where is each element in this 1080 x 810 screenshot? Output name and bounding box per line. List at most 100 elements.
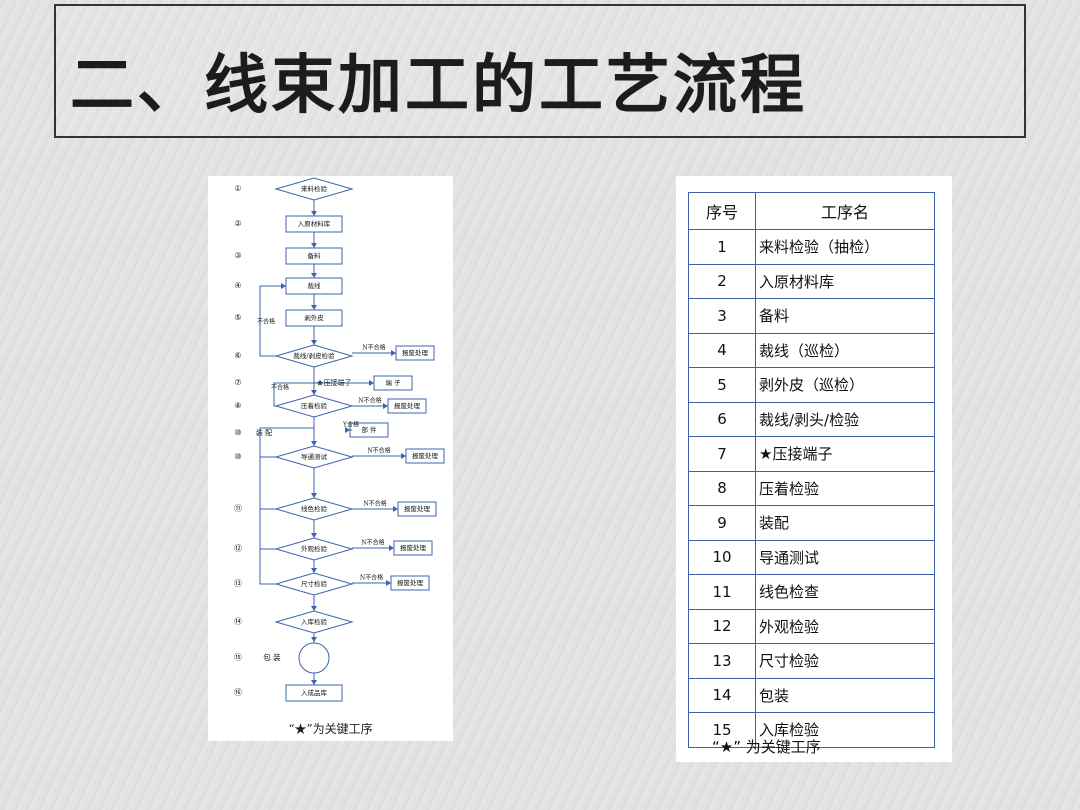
process-box [285, 684, 343, 702]
step-number: ⑦ [234, 378, 241, 387]
table-header-row: 序号 工序名 [688, 192, 935, 230]
row-process-name: 来料检验（抽检） [755, 229, 935, 265]
process-label: 裁线 [308, 281, 322, 290]
flow-arrow [311, 637, 317, 642]
step-number: ⑧ [234, 401, 241, 410]
step-number: ⑥ [234, 351, 241, 360]
decision-diamond [274, 537, 354, 561]
package-circle [298, 642, 330, 674]
edge-label: N不合格 [363, 500, 386, 508]
decision-diamond [274, 344, 354, 368]
row-process-name: 尺寸检验 [755, 643, 935, 679]
edge-label: Y合格 [342, 421, 359, 429]
flow-arrow [311, 211, 317, 216]
side-box-label: 端 子 [385, 378, 401, 387]
row-process-name: 入原材料库 [755, 263, 935, 299]
row-number: 7 [688, 436, 756, 472]
row-number: 5 [688, 367, 756, 403]
row-number: 1 [688, 229, 756, 265]
row-process-name: 备料 [755, 298, 935, 334]
decision-label: 裁线/剥皮检验 [293, 351, 335, 360]
side-arrow [391, 350, 396, 356]
row-number: 6 [688, 401, 756, 437]
edge-label: N不合格 [362, 344, 385, 352]
decision-diamond [274, 177, 354, 201]
edge-label: N不合格 [361, 539, 384, 547]
process-label: 备料 [308, 251, 322, 260]
step-number: ③ [234, 251, 241, 260]
row-process-name: 裁线/剥头/检验 [755, 401, 935, 437]
row-process-name: 包装 [755, 677, 935, 713]
side-box-label: 报废处理 [402, 348, 429, 357]
side-arrow [345, 427, 350, 433]
row-number: 9 [688, 505, 756, 541]
side-arrow [401, 453, 406, 459]
row-process-name: ★压接端子 [755, 436, 935, 472]
assembly-return [259, 427, 314, 457]
step-number: ⑭ [234, 617, 242, 626]
step-number: ④ [234, 281, 241, 290]
process-box [285, 309, 343, 327]
rework-loop-2 [273, 382, 314, 407]
edge-label: N不合格 [367, 447, 390, 455]
flow-arrow [311, 441, 317, 446]
step-number: ① [234, 184, 241, 193]
decision-label: 压着检验 [301, 401, 328, 410]
decision-diamond [274, 572, 354, 596]
flow-arrow [311, 273, 317, 278]
side-box-label: 报废处理 [404, 504, 431, 513]
row-number: 13 [688, 643, 756, 679]
step-number: ⑤ [234, 313, 241, 322]
table-note: “★” 为关键工序 [712, 738, 821, 756]
side-box-label: 报废处理 [400, 543, 427, 552]
process-label: 剥外皮 [304, 313, 324, 322]
side-step-label: 装 配 [256, 428, 272, 437]
flow-arrow [311, 305, 317, 310]
flow-arrow [311, 243, 317, 248]
row-process-name: 入库检验 [755, 712, 935, 748]
side-arrow [389, 545, 394, 551]
edge-label: N不合格 [360, 574, 383, 582]
flow-arrow [311, 606, 317, 611]
step-number: ⑪ [234, 504, 242, 513]
row-number: 14 [688, 677, 756, 713]
flow-arrow [311, 390, 317, 395]
package-label: 包 装 [263, 652, 281, 662]
process-box [285, 247, 343, 265]
decision-diamond [274, 445, 354, 469]
decision-label: 来料检验 [301, 184, 328, 193]
rework-loop-1 [259, 285, 286, 357]
row-number: 2 [688, 263, 756, 299]
flow-arrow [311, 493, 317, 498]
edge-label: N不合格 [358, 397, 381, 405]
side-box-label: 部 件 [361, 425, 377, 434]
process-box [285, 215, 343, 233]
side-box-label: 报废处理 [412, 451, 439, 460]
row-process-name: 裁线（巡检） [755, 332, 935, 368]
decision-label: 尺寸检验 [301, 579, 328, 588]
row-process-name: 压着检验 [755, 470, 935, 506]
assembly-loop [259, 456, 276, 585]
loop-label: 不合格 [257, 318, 275, 326]
step-number: ⑫ [234, 544, 242, 553]
decision-label: 线色检验 [301, 504, 328, 513]
row-process-name: 外观检验 [755, 608, 935, 644]
header-process-name: 工序名 [755, 192, 935, 230]
decision-label: 入库检验 [301, 617, 328, 626]
step-number: ② [234, 219, 241, 228]
decision-label: 外观检验 [301, 544, 328, 553]
